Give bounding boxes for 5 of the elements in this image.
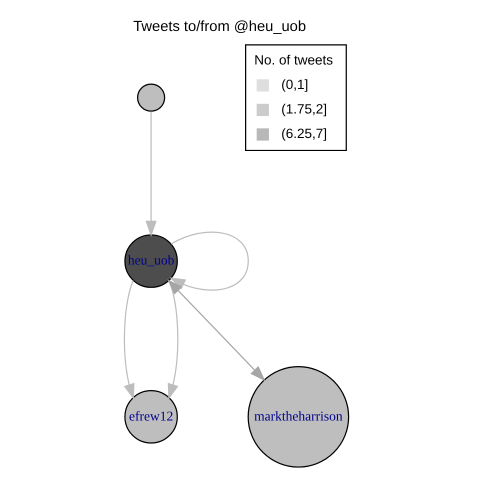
- legend-label: (6.25,7]: [281, 125, 327, 140]
- legend-label: (1.75,2]: [281, 100, 327, 116]
- diagram-title: Tweets to/from @heu_uob: [133, 18, 306, 34]
- label: No. of tweets: [254, 52, 334, 67]
- legend-label: (0,1]: [281, 76, 308, 92]
